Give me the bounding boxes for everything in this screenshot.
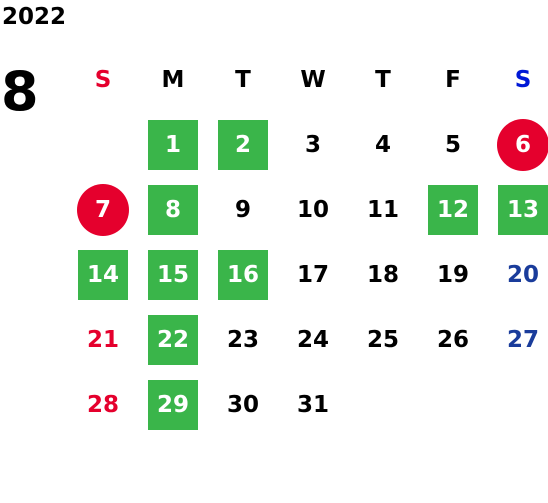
day-cell[interactable]: 30: [208, 372, 278, 437]
day-number: 10: [296, 196, 329, 223]
day-number: 18: [366, 261, 399, 288]
day-cell[interactable]: 27: [488, 307, 548, 372]
day-number: 6: [497, 118, 548, 171]
day-number: 29: [148, 379, 198, 430]
day-cell[interactable]: 1: [138, 112, 208, 177]
day-cell[interactable]: 21: [68, 307, 138, 372]
day-cell[interactable]: 16: [208, 242, 278, 307]
weekday-header: S: [94, 67, 112, 93]
day-number: 4: [374, 131, 391, 158]
day-number: 21: [86, 326, 119, 353]
day-number: 3: [304, 131, 321, 158]
weekday-header: F: [445, 67, 461, 93]
day-number: 22: [148, 314, 198, 365]
day-number: 13: [498, 184, 548, 235]
day-cell[interactable]: 20: [488, 242, 548, 307]
day-number: 24: [296, 326, 329, 353]
day-number: 28: [86, 391, 119, 418]
calendar-month: 8: [1, 60, 39, 123]
day-number: 7: [77, 183, 129, 236]
day-number: 12: [428, 184, 478, 235]
day-cell[interactable]: 29: [138, 372, 208, 437]
day-number: 20: [506, 261, 539, 288]
day-cell[interactable]: 6: [488, 112, 548, 177]
day-cell[interactable]: 4: [348, 112, 418, 177]
day-cell[interactable]: 9: [208, 177, 278, 242]
day-cell[interactable]: 2: [208, 112, 278, 177]
day-cell[interactable]: 25: [348, 307, 418, 372]
weekday-header: T: [375, 67, 391, 93]
day-number: 5: [444, 131, 461, 158]
day-cell[interactable]: 31: [278, 372, 348, 437]
day-number: 15: [148, 249, 198, 300]
day-number: 1: [148, 119, 198, 170]
day-cell[interactable]: 10: [278, 177, 348, 242]
day-number: 17: [296, 261, 329, 288]
day-cell[interactable]: 18: [348, 242, 418, 307]
day-cell[interactable]: 12: [418, 177, 488, 242]
day-cell[interactable]: 3: [278, 112, 348, 177]
day-number: 2: [218, 119, 268, 170]
day-cell[interactable]: 26: [418, 307, 488, 372]
day-cell[interactable]: 24: [278, 307, 348, 372]
day-number: 23: [226, 326, 259, 353]
calendar-year: 2022: [2, 4, 67, 30]
day-number: 30: [226, 391, 259, 418]
weekday-header: T: [235, 67, 251, 93]
day-number: 14: [78, 249, 128, 300]
day-cell[interactable]: 22: [138, 307, 208, 372]
weekday-header: W: [300, 67, 326, 93]
day-cell[interactable]: 5: [418, 112, 488, 177]
day-cell[interactable]: 7: [68, 177, 138, 242]
weekday-header: M: [161, 67, 185, 93]
day-cell[interactable]: 14: [68, 242, 138, 307]
day-cell[interactable]: 23: [208, 307, 278, 372]
day-number: 11: [366, 196, 399, 223]
day-number: 9: [234, 196, 251, 223]
day-cell[interactable]: 19: [418, 242, 488, 307]
day-number: 27: [506, 326, 539, 353]
day-cell[interactable]: 15: [138, 242, 208, 307]
day-cell[interactable]: 11: [348, 177, 418, 242]
day-number: 16: [218, 249, 268, 300]
day-cell[interactable]: 8: [138, 177, 208, 242]
day-cell[interactable]: 17: [278, 242, 348, 307]
day-number: 31: [296, 391, 329, 418]
day-cell[interactable]: 28: [68, 372, 138, 437]
day-number: 8: [148, 184, 198, 235]
weekday-header: S: [514, 67, 532, 93]
day-number: 25: [366, 326, 399, 353]
day-cell[interactable]: 13: [488, 177, 548, 242]
day-number: 19: [436, 261, 469, 288]
day-number: 26: [436, 326, 469, 353]
